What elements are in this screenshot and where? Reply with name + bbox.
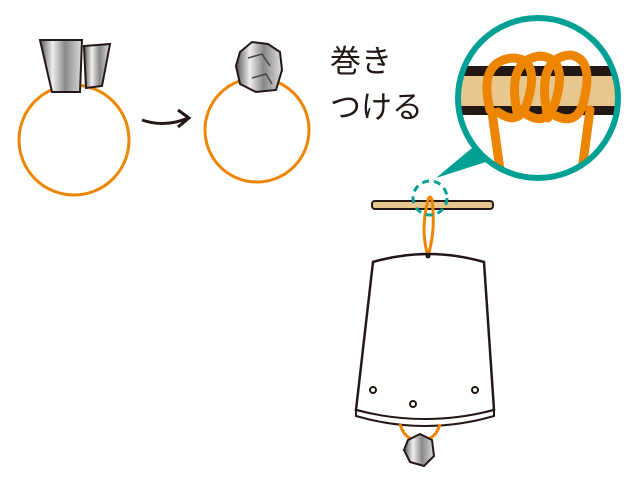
string (422, 195, 435, 262)
ring-with-metal-cap (17, 39, 131, 197)
arrow-icon (141, 108, 192, 129)
ring-with-crushed-foil (203, 40, 311, 184)
focus-circle (411, 179, 449, 217)
paper-cup-bell (354, 252, 496, 427)
label-line-2: つける (330, 90, 423, 126)
magnified-view (436, 15, 621, 181)
clapper (398, 423, 442, 468)
label-line-1: 巻き (330, 44, 392, 80)
